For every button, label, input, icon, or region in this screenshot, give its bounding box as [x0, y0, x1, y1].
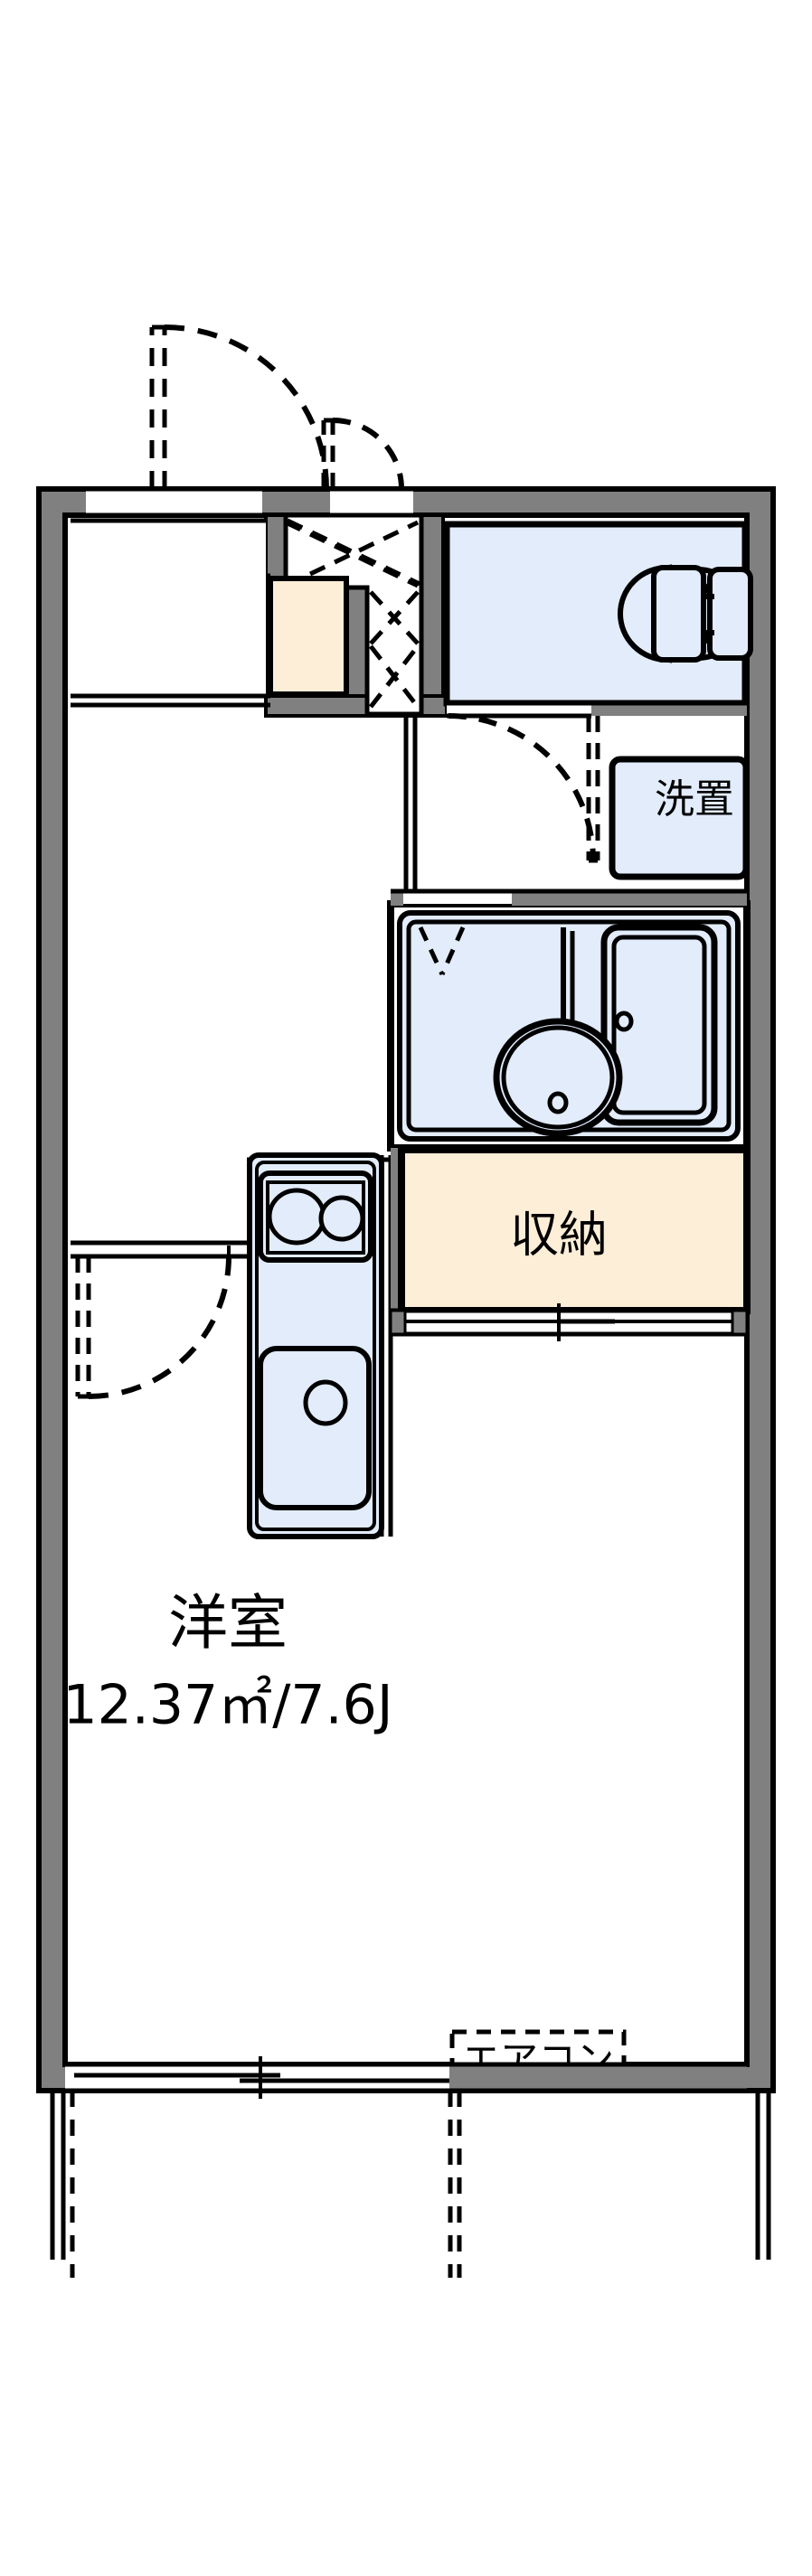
- main-room-area: 12.37㎡/7.6J: [62, 1674, 392, 1737]
- toilet-door: [321, 418, 404, 490]
- north-window-left: [86, 486, 262, 518]
- toilet-door-threshold: [447, 700, 591, 719]
- shoe-cabinet: [268, 576, 349, 697]
- washbasin: [493, 927, 623, 1137]
- main-room-boundaries: [71, 1240, 250, 1259]
- bathtub: [600, 924, 718, 1126]
- bottom-wall-right: [449, 2062, 773, 2093]
- laundry-label: 洗置: [655, 776, 734, 823]
- genkan-closet-sliding: [284, 518, 421, 709]
- toilet: [618, 564, 753, 663]
- main-room-door: [75, 1246, 231, 1399]
- bath-door: [418, 926, 466, 976]
- main-room-label: 洋室: [168, 1588, 288, 1658]
- washing-machine-space: [609, 756, 750, 880]
- balcony-sliding-window: [65, 2056, 449, 2099]
- balcony-guides: [50, 2091, 771, 2278]
- kitchen-sink: [258, 1346, 372, 1510]
- storage-label: 収納: [510, 1207, 608, 1264]
- storage-sliding-doors: [389, 1303, 749, 1341]
- hall-floor: [71, 521, 266, 696]
- bath-top-wall: [391, 888, 747, 907]
- north-window-right: [330, 486, 413, 518]
- washroom-door: [448, 713, 600, 863]
- gas-stove-two-burner: [258, 1170, 373, 1263]
